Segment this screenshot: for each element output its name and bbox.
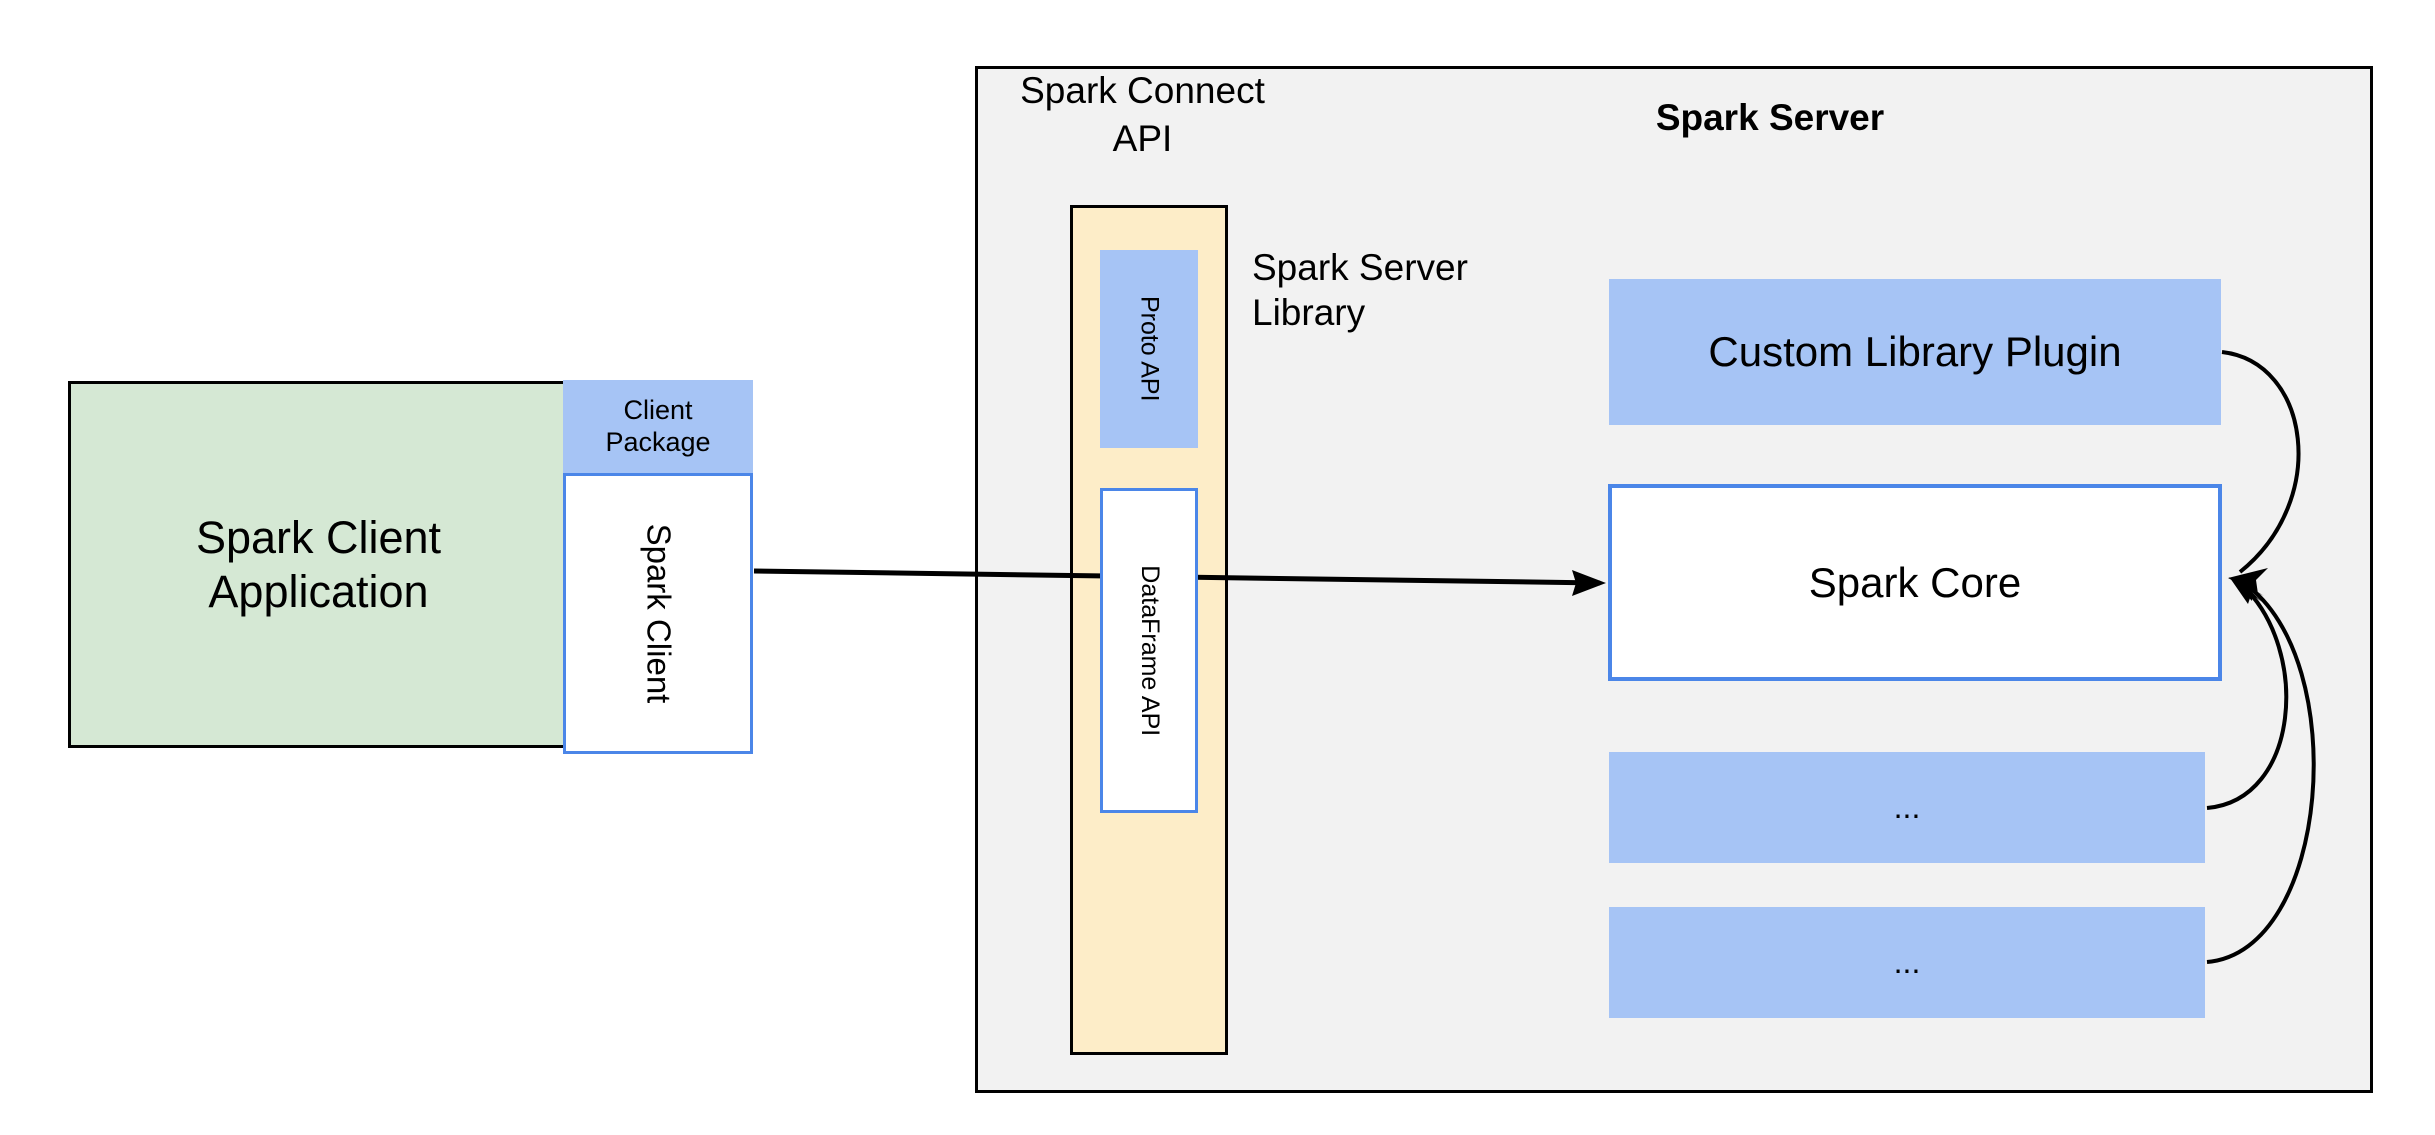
dataframe-api-label: DataFrame API bbox=[1135, 565, 1164, 736]
ellipsis-box-2-label: ... bbox=[1893, 943, 1921, 980]
ellipsis-box-2[interactable]: ... bbox=[1609, 907, 2205, 1018]
spark-client-label: Spark Client bbox=[640, 523, 678, 704]
client-package-box[interactable]: Client Package bbox=[563, 380, 753, 473]
spark-server-library-label: Spark Server Library bbox=[1252, 247, 1468, 334]
spark-core-box[interactable]: Spark Core bbox=[1608, 484, 2222, 681]
custom-library-plugin-label: Custom Library Plugin bbox=[1708, 328, 2122, 376]
ellipsis-box-1-label: ... bbox=[1893, 788, 1921, 825]
spark-core-label: Spark Core bbox=[1808, 558, 2022, 606]
proto-api-box[interactable]: Proto API bbox=[1100, 250, 1198, 448]
spark-server-title: Spark Server bbox=[1655, 97, 1885, 138]
ellipsis-box-1[interactable]: ... bbox=[1609, 752, 2205, 863]
spark-client-application-label: Spark Client Application bbox=[195, 512, 442, 617]
dataframe-api-box[interactable]: DataFrame API bbox=[1100, 488, 1198, 813]
custom-library-plugin-box[interactable]: Custom Library Plugin bbox=[1609, 279, 2221, 425]
spark-client-application-box[interactable]: Spark Client Application bbox=[68, 381, 569, 748]
proto-api-label: Proto API bbox=[1135, 296, 1164, 402]
spark-client-box[interactable]: Spark Client bbox=[563, 473, 753, 754]
spark-connect-api-label: Spark Connect API bbox=[1020, 70, 1265, 160]
client-package-label: Client Package bbox=[605, 394, 711, 457]
